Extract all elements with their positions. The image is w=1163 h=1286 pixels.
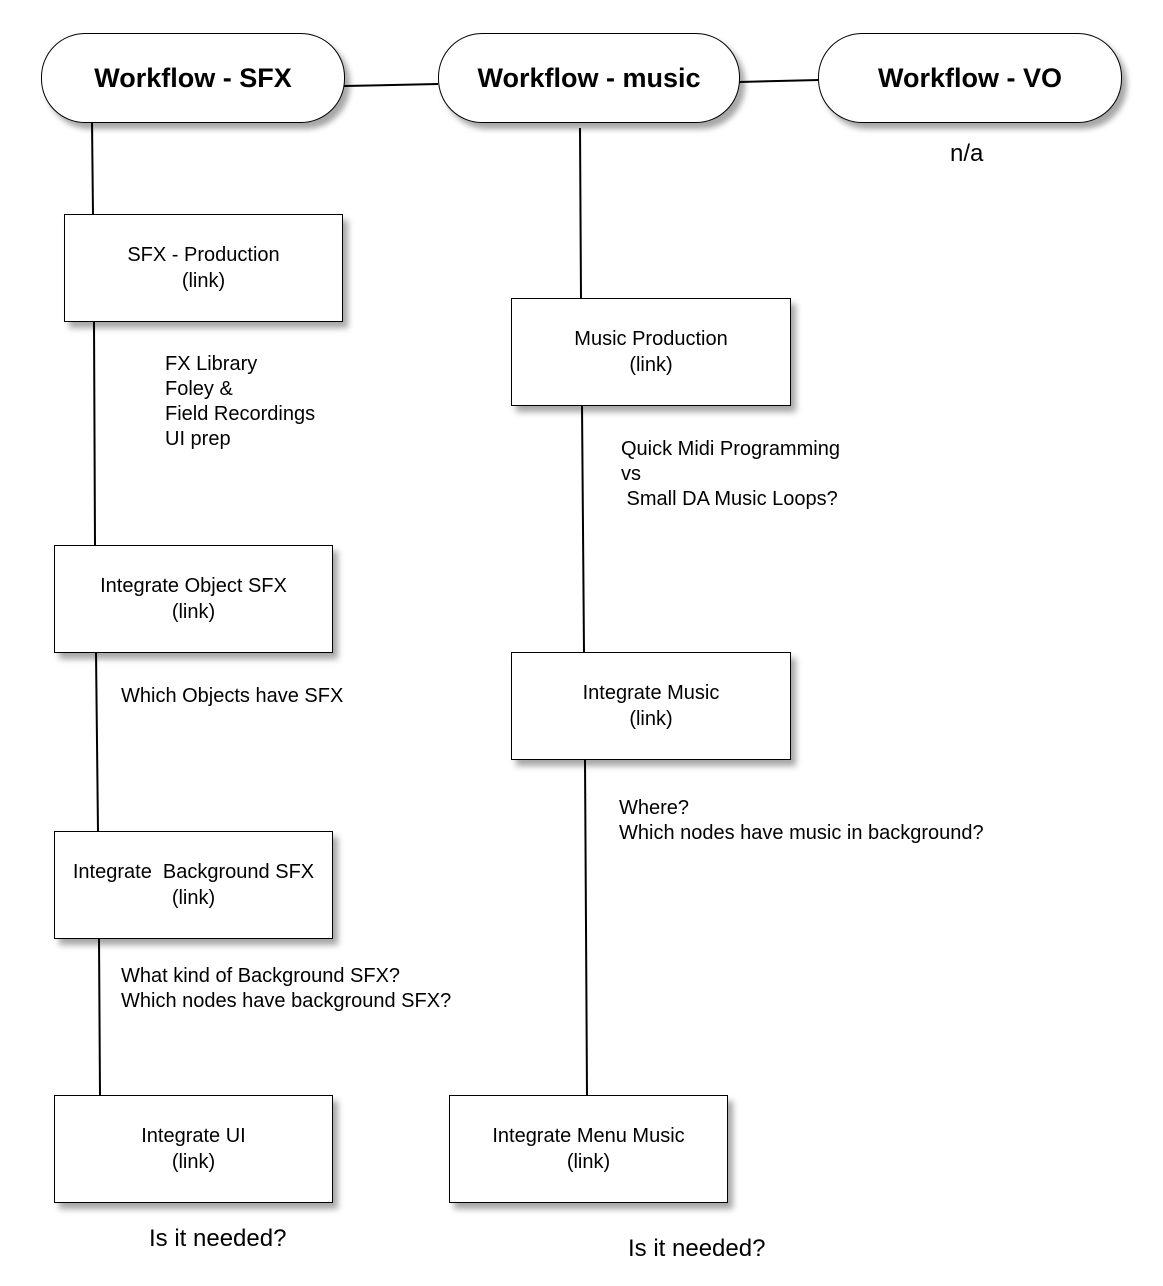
integrate-object-sfx-box: Integrate Object SFX (link)	[54, 545, 333, 653]
workflow-sfx-label: Workflow - SFX	[94, 62, 292, 93]
connector-sfx-to-production	[91, 120, 94, 216]
integrate-object-sfx-link[interactable]: (link)	[171, 601, 216, 623]
connector-background-to-ui	[98, 937, 101, 1097]
object-sfx-note: Which Objects have SFX	[121, 685, 344, 707]
connector-object-to-background	[95, 651, 99, 833]
workflow-vo-node: Workflow - VO	[818, 33, 1122, 123]
integrate-background-sfx-link[interactable]: (link)	[171, 887, 216, 909]
ui-needed-note: Is it needed?	[149, 1225, 287, 1252]
integrate-ui-box: Integrate UI (link)	[54, 1095, 333, 1203]
integrate-object-sfx-title: Integrate Object SFX	[100, 575, 287, 597]
workflow-music-label: Workflow - music	[477, 62, 701, 93]
workflow-music-node: Workflow - music	[438, 33, 740, 123]
music-production-box: Music Production (link)	[511, 298, 791, 406]
integrate-music-box: Integrate Music (link)	[511, 652, 791, 760]
vo-note: n/a	[950, 140, 984, 167]
integrate-background-sfx-title: Integrate Background SFX	[72, 861, 315, 883]
integrate-background-sfx-box: Integrate Background SFX (link)	[54, 831, 333, 939]
connector-sfx-production-to-object	[93, 320, 96, 547]
connector-music-production-to-integrate	[581, 404, 585, 654]
connector-sfx-music	[343, 83, 439, 87]
music-production-note: Quick Midi Programming vs Small DA Music…	[621, 438, 840, 510]
integrate-music-note: Where? Which nodes have music in backgro…	[619, 797, 984, 844]
sfx-production-link[interactable]: (link)	[181, 270, 226, 292]
integrate-music-title: Integrate Music	[582, 682, 720, 704]
integrate-menu-music-title: Integrate Menu Music	[492, 1125, 685, 1147]
integrate-ui-title: Integrate UI	[141, 1125, 246, 1147]
music-production-link[interactable]: (link)	[629, 354, 673, 376]
connector-music-vo	[738, 79, 820, 83]
background-sfx-note: What kind of Background SFX? Which nodes…	[121, 965, 452, 1012]
workflow-sfx-node: Workflow - SFX	[41, 33, 345, 123]
menu-music-needed-note: Is it needed?	[628, 1235, 766, 1262]
sfx-production-box: SFX - Production (link)	[64, 214, 343, 322]
integrate-ui-link[interactable]: (link)	[171, 1151, 216, 1173]
integrate-menu-music-link[interactable]: (link)	[566, 1151, 611, 1173]
sfx-production-note: FX Library Foley & Field Recordings UI p…	[165, 353, 316, 450]
music-production-title: Music Production	[574, 328, 728, 350]
connector-music-to-production	[579, 127, 582, 300]
connector-integrate-to-menu	[584, 758, 588, 1097]
sfx-production-title: SFX - Production	[127, 244, 280, 266]
integrate-music-link[interactable]: (link)	[629, 708, 673, 730]
workflow-vo-label: Workflow - VO	[877, 62, 1062, 93]
integrate-menu-music-box: Integrate Menu Music (link)	[449, 1095, 728, 1203]
